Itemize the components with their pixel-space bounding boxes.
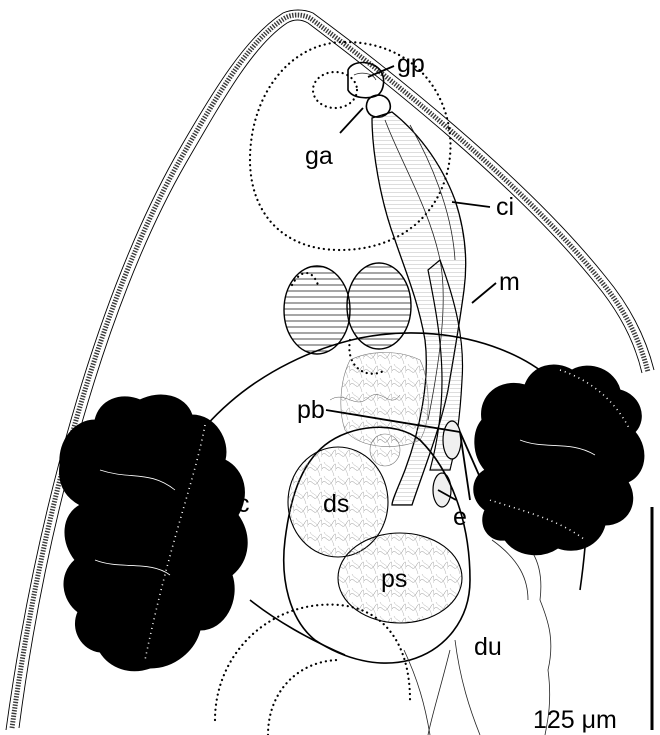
label-gp: gp <box>397 50 425 78</box>
label-ds: ds <box>323 490 349 518</box>
label-du: du <box>474 633 502 661</box>
label-e: e <box>453 503 467 531</box>
vitellarium-right <box>474 365 644 555</box>
label-ga: ga <box>305 142 333 170</box>
label-c: c <box>237 490 250 518</box>
vitellarium-left <box>60 395 248 671</box>
label-m: m <box>499 268 520 296</box>
prostatic-bulb <box>330 353 428 447</box>
label-ps: ps <box>381 565 407 593</box>
scale-bar-label: 125 μm <box>533 706 617 734</box>
label-ci: ci <box>496 193 514 221</box>
label-pb: pb <box>297 396 325 424</box>
